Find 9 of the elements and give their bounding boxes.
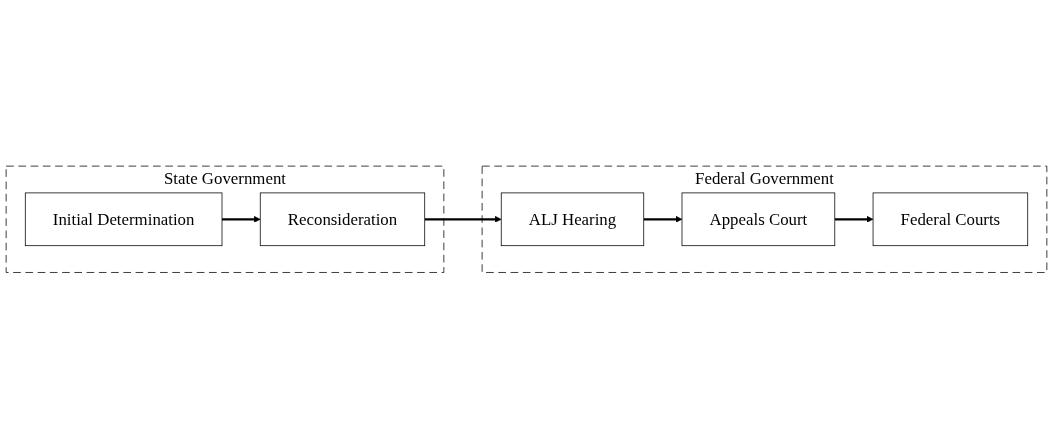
node-box: ALJ Hearing — [500, 192, 645, 246]
arrow — [643, 215, 683, 223]
node-box: Appeals Court — [681, 192, 836, 246]
arrow — [424, 215, 502, 223]
node-box: Reconsideration — [259, 192, 426, 246]
node-box: Initial Determination — [24, 192, 223, 246]
node-box: Federal Courts — [872, 192, 1029, 246]
arrow — [834, 215, 874, 223]
arrow — [222, 215, 261, 223]
